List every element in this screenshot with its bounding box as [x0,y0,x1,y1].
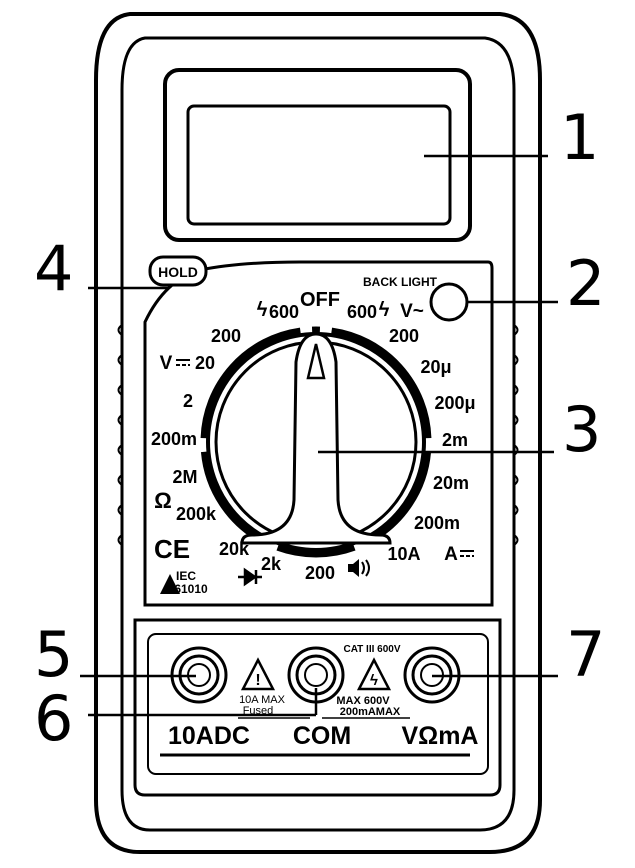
callout-4: 4 [34,238,73,300]
dial-left-200m: 200m [151,429,197,449]
dial-left-2M: 2M [172,467,197,487]
callout-2: 2 [566,253,605,315]
diode-icon [238,570,262,584]
dial-left-20: 20 [195,353,215,373]
dial-left-2: 2 [183,391,193,411]
backlight-label: BACK LIGHT [363,275,438,289]
dial-left-200k: 200k [176,504,217,524]
dial-right-200u: 200μ [434,393,475,413]
dc-symbol [176,360,190,365]
dial-vac-200: 200 [389,326,419,346]
dial-right-20m: 20m [433,473,469,493]
dial-right-2m: 2m [442,430,468,450]
dc-symbol-right [460,551,474,556]
dial-adc-symbol: A [444,544,458,565]
dial-left-2k: 2k [261,554,282,574]
callout-1: 1 [560,107,599,169]
ce-mark: CE [154,534,190,564]
buzzer-icon [348,559,369,577]
backlight-button[interactable] [431,284,467,320]
dial-off-label: OFF [300,289,340,311]
svg-text:!: ! [255,672,260,689]
terminal-label-vma: VΩmA [401,722,478,750]
dial-hv-right-bolt: ϟ [379,299,390,321]
dial-right-200m: 200m [414,513,460,533]
warning-left-icon: ! [243,660,273,689]
dial-right-20u: 20μ [420,357,451,377]
iec-label-1: IEC [176,569,196,583]
terminal-label-10adc: 10ADC [168,722,250,750]
dial-vdc-symbol: V [160,353,173,374]
dial-diode-200: 200 [305,563,335,583]
iec-label-2: 61010 [174,582,208,596]
callout-5: 5 [34,624,73,686]
callout-6: 6 [34,688,73,750]
callout-7: 7 [566,624,605,686]
dial-hv-left: 600 [269,302,299,322]
dial-right-10A: 10A [387,544,420,564]
warn-right-line2: 200mAMAX [340,706,401,718]
callout-3: 3 [562,399,601,461]
dial-left-200: 200 [211,326,241,346]
cat-rating: CAT III 600V [343,644,400,655]
terminal-panel [135,620,500,795]
dial-ohm-symbol: Ω [154,488,172,513]
lcd-display [188,106,450,224]
terminal-label-com: COM [293,722,351,750]
dial-hv-right: 600 [347,302,377,322]
dial-left-20k: 20k [219,539,250,559]
warning-right-icon: ϟ [359,660,389,689]
dial-vac-symbol: V~ [400,301,424,322]
hold-button-label: HOLD [158,264,198,280]
svg-text:ϟ: ϟ [370,672,378,689]
dial-hv-left-bolt: ϟ [257,299,268,321]
